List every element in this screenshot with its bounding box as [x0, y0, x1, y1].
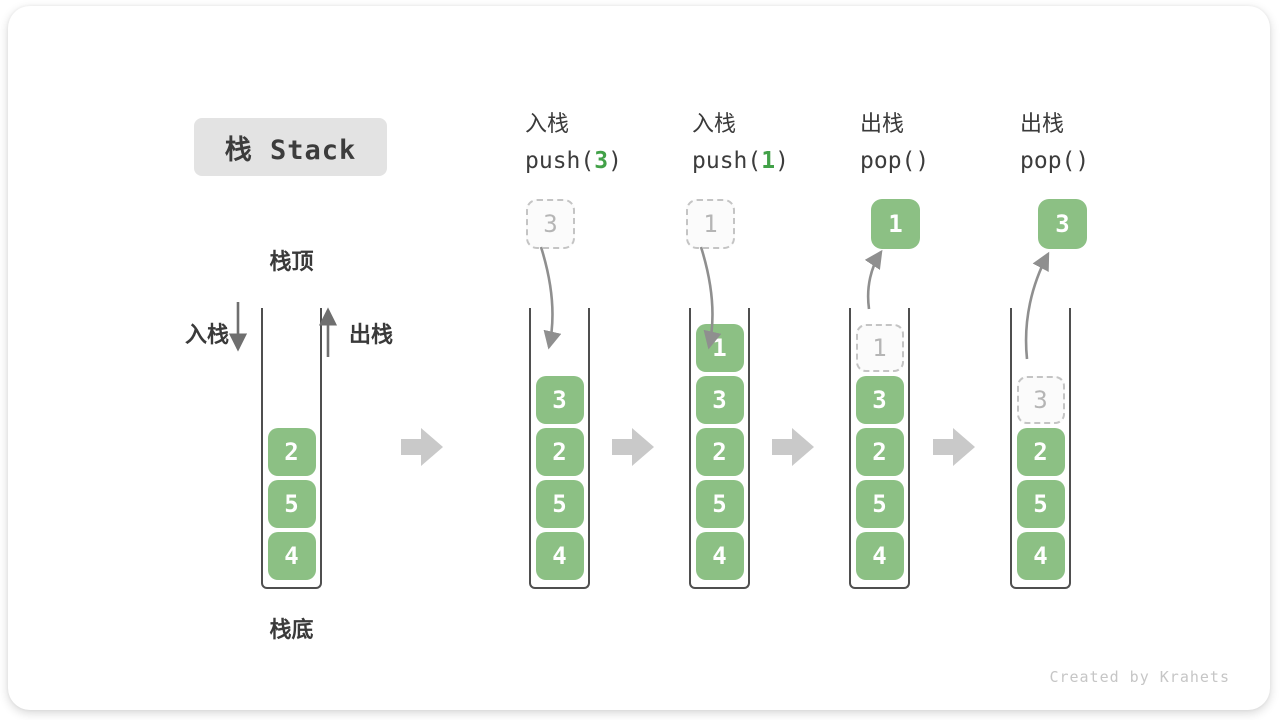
stack-cell: 1	[695, 324, 744, 372]
stage5-header: 出栈 pop()	[1020, 110, 1200, 175]
push-arg-value: 3	[594, 148, 609, 174]
stage2-op-label: 入栈	[525, 112, 570, 137]
stage4-header: 出栈 pop()	[860, 110, 1040, 175]
stack-container-push1: 1 3 2 5 4	[689, 308, 750, 589]
stack-cell: 2	[535, 428, 584, 476]
stage3-op-code: push(1)	[692, 148, 789, 174]
pushed-value-box: 3	[526, 199, 575, 249]
stack-cell-removed: 1	[855, 324, 904, 372]
pop-side-label: 出栈	[349, 323, 394, 348]
stack-cell: 5	[267, 480, 316, 528]
stage2-op-code: push(3)	[525, 148, 622, 174]
stack-cell: 4	[535, 532, 584, 580]
stack-container-push3: 3 2 5 4	[529, 308, 590, 589]
stack-container-pop3: 3 2 5 4	[1010, 308, 1071, 589]
stack-container-initial: 2 5 4	[261, 308, 322, 589]
stage5-op-code: pop()	[1020, 148, 1090, 174]
stack-cell-removed: 3	[1016, 376, 1065, 424]
stack-cell: 4	[855, 532, 904, 580]
stage2-header: 入栈 push(3)	[525, 110, 705, 175]
stack-cell: 3	[695, 376, 744, 424]
stage4-op-label: 出栈	[860, 112, 905, 137]
stack-cell: 2	[1016, 428, 1065, 476]
stage3-header: 入栈 push(1)	[692, 110, 872, 175]
stack-cell: 5	[1016, 480, 1065, 528]
popped-value-box: 1	[871, 199, 920, 249]
stack-cell: 2	[267, 428, 316, 476]
stack-cell: 3	[535, 376, 584, 424]
stage4-op-code: pop()	[860, 148, 930, 174]
stack-cell: 3	[855, 376, 904, 424]
watermark: Created by Krahets	[1049, 668, 1230, 686]
push-arg-value: 1	[761, 148, 776, 174]
diagram-title: 栈 Stack	[194, 118, 387, 176]
stack-cell: 2	[695, 428, 744, 476]
push-side-label: 入栈	[184, 323, 229, 348]
stack-cell: 5	[855, 480, 904, 528]
stack-cell: 5	[695, 480, 744, 528]
stack-cell: 5	[535, 480, 584, 528]
stack-container-pop1: 1 3 2 5 4	[849, 308, 910, 589]
stack-cell: 4	[1016, 532, 1065, 580]
stack-cell: 2	[855, 428, 904, 476]
stage3-op-label: 入栈	[692, 112, 737, 137]
diagram-card: 栈 Stack 栈顶 栈底 入栈 出栈 入栈 push(3) 入栈 push(1…	[8, 6, 1270, 710]
stack-top-label: 栈顶	[269, 250, 314, 275]
stack-cell: 4	[267, 532, 316, 580]
stage5-op-label: 出栈	[1020, 112, 1065, 137]
stack-bottom-label: 栈底	[269, 618, 314, 643]
stack-cell: 4	[695, 532, 744, 580]
pushed-value-box: 1	[686, 199, 735, 249]
popped-value-box: 3	[1038, 199, 1087, 249]
